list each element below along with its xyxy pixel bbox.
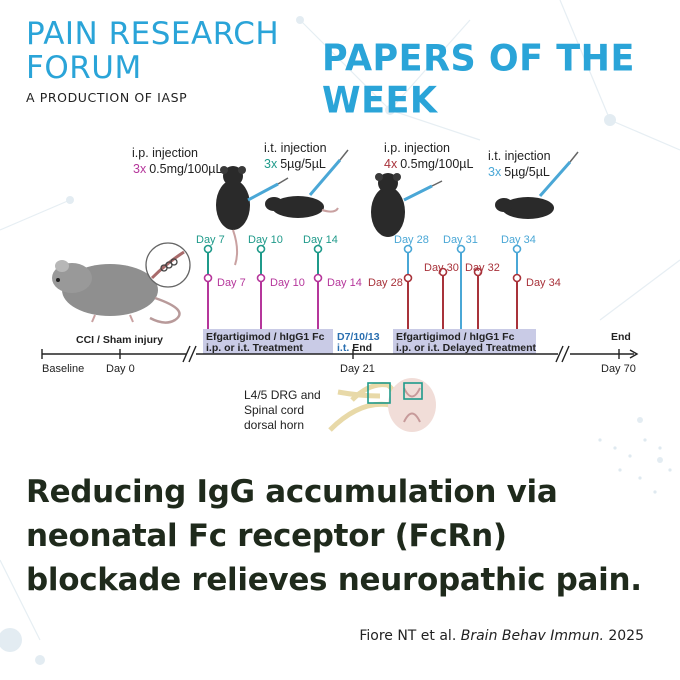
citation-journal: Brain Behav Immun. xyxy=(460,628,604,644)
svg-text:D7/10/13: D7/10/13 xyxy=(337,331,380,343)
mouse-it-2-icon xyxy=(495,151,579,219)
marker-day10-lower: Day 10 xyxy=(270,277,305,289)
svg-text:Day 70: Day 70 xyxy=(601,363,636,375)
svg-text:Day 0: Day 0 xyxy=(106,363,135,375)
marker-day14-lower: Day 14 xyxy=(327,277,362,289)
svg-text:4x0.5mg/100µL: 4x0.5mg/100µL xyxy=(384,157,473,171)
svg-text:L4/5 DRG and: L4/5 DRG and xyxy=(244,388,321,402)
section-title: PAPERS OF THE WEEK xyxy=(322,38,635,122)
marker-day7-upper: Day 7 xyxy=(196,234,225,254)
svg-text:Efgartigimod / hIgG1 Fc: Efgartigimod / hIgG1 Fc xyxy=(206,331,325,343)
marker-day31-upper: Day 31 xyxy=(443,234,478,254)
citation: Fiore NT et al. Brain Behav Immun. 2025 xyxy=(359,628,644,644)
marker-day34-lower: Day 34 xyxy=(526,277,561,289)
timeline-axis xyxy=(41,345,639,363)
svg-text:Day 14: Day 14 xyxy=(303,234,338,246)
marker-day34-upper: Day 34 xyxy=(501,234,536,254)
svg-text:Day 31: Day 31 xyxy=(443,234,478,246)
svg-text:Day 10: Day 10 xyxy=(248,234,283,246)
brand-line-1: PAIN RESEARCH xyxy=(26,16,280,52)
cci-mouse-illustration xyxy=(52,260,181,324)
svg-text:i.p. or i.t. Treatment: i.p. or i.t. Treatment xyxy=(206,342,303,354)
svg-text:Day 28: Day 28 xyxy=(394,234,429,246)
mouse-ip-1-icon xyxy=(216,166,289,266)
marker-day7-lower: Day 7 xyxy=(217,277,246,289)
nerve-ligature-inset xyxy=(145,242,191,288)
treatment-box-2: Efgartigimod / hIgG1 Fc i.p. or i.t. Del… xyxy=(393,329,537,354)
svg-text:Day 21: Day 21 xyxy=(340,363,375,375)
marker-day28-upper: Day 28 xyxy=(394,234,429,254)
treatment-box-1: Efgartigimod / hIgG1 Fc i.p. or i.t. Tre… xyxy=(203,329,333,354)
mouse-ip-2-icon xyxy=(371,173,443,237)
lower-day-markers: Day 7 Day 10 Day 14 Day 28 Day 30 Day 32… xyxy=(203,253,561,330)
svg-text:i.p. injection: i.p. injection xyxy=(132,146,198,160)
marker-day28-lower: Day 28 xyxy=(368,277,403,289)
mouse-it-1-icon xyxy=(265,149,349,218)
svg-text:Day 34: Day 34 xyxy=(501,234,536,246)
svg-text:i.t. injection: i.t. injection xyxy=(488,149,551,163)
svg-text:i.t.End: i.t.End xyxy=(337,342,372,354)
surgery-label: CCI / Sham injury xyxy=(76,334,163,346)
citation-authors: Fiore NT et al. xyxy=(359,628,457,644)
citation-year: 2025 xyxy=(608,628,644,644)
svg-text:Efgartigimod / hIgG1 Fc: Efgartigimod / hIgG1 Fc xyxy=(396,331,515,343)
marker-day30-lower: Day 30 xyxy=(424,262,459,274)
svg-text:i.p. injection: i.p. injection xyxy=(384,141,450,155)
marker-day32-lower: Day 32 xyxy=(465,262,500,274)
marker-day10-upper: Day 10 xyxy=(248,234,283,254)
spinal-cord-drg-illustration xyxy=(328,378,436,432)
brand-line-2: FORUM xyxy=(26,50,142,86)
upper-day-markers: Day 7 Day 10 Day 14 Day 28 Day 31 Day 34 xyxy=(196,234,536,254)
tissue-label: L4/5 DRG and Spinal cord dorsal horn xyxy=(244,388,321,432)
svg-text:dorsal horn: dorsal horn xyxy=(244,418,304,432)
svg-text:Spinal cord: Spinal cord xyxy=(244,403,304,417)
svg-text:3x0.5mg/100µL: 3x0.5mg/100µL xyxy=(133,162,222,176)
brand-tagline: A PRODUCTION OF IASP xyxy=(26,90,188,105)
svg-text:Baseline: Baseline xyxy=(42,363,84,375)
svg-text:Day 7: Day 7 xyxy=(196,234,225,246)
marker-day14-upper: Day 14 xyxy=(303,234,338,254)
headline: Reducing IgG accumulation via neonatal F… xyxy=(26,474,642,598)
timeline-tick-labels: Baseline Day 0 Day 21 Day 70 xyxy=(42,363,636,375)
svg-text:i.t. injection: i.t. injection xyxy=(264,141,327,155)
early-end-label: D7/10/13 i.t.End xyxy=(337,331,380,354)
final-end-label: End xyxy=(611,331,631,343)
svg-text:i.p. or i.t. Delayed Treatment: i.p. or i.t. Delayed Treatment xyxy=(396,342,537,354)
